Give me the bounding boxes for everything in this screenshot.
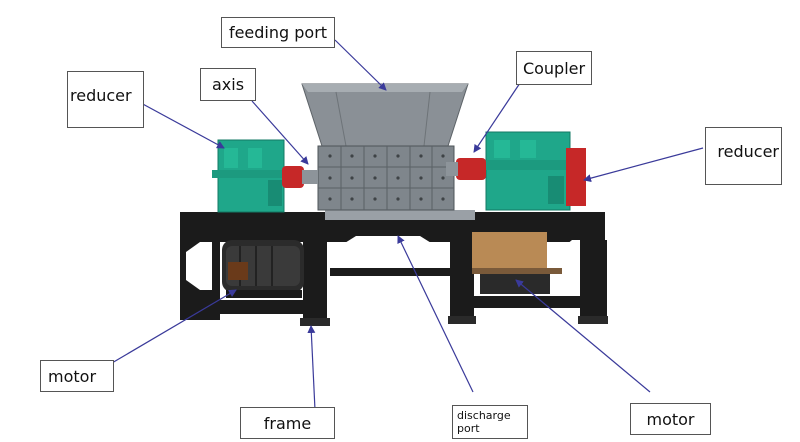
reducer-left-label: reducer bbox=[67, 71, 144, 128]
motor-right-label: motor bbox=[630, 403, 711, 435]
axis-label: axis bbox=[200, 68, 256, 101]
frame-label: frame bbox=[240, 407, 335, 439]
crushing-chamber bbox=[317, 145, 455, 211]
leader-axis bbox=[251, 100, 309, 165]
discharge-port-label: discharge port bbox=[452, 405, 528, 439]
leader-discharge bbox=[397, 235, 474, 393]
leader-motor-right bbox=[515, 279, 651, 393]
coupler-label: Coupler bbox=[516, 51, 592, 85]
reducer-right-label: reducer bbox=[705, 127, 782, 185]
leader-coupler bbox=[473, 79, 523, 153]
leader-feeding-port bbox=[334, 39, 387, 91]
discharge-area bbox=[325, 210, 475, 220]
leader-lines bbox=[99, 39, 704, 411]
couplers bbox=[282, 158, 486, 188]
leader-motor-left bbox=[99, 289, 237, 371]
leader-frame bbox=[307, 325, 316, 411]
left-reducer-illustration bbox=[212, 139, 290, 213]
feeding-hopper bbox=[301, 83, 469, 147]
leader-reducer-left bbox=[127, 95, 225, 149]
left-motor-illustration bbox=[222, 240, 304, 298]
motor-left-label: motor bbox=[40, 360, 114, 392]
right-motor-illustration bbox=[472, 232, 562, 294]
feeding-port-label: feeding port bbox=[221, 17, 335, 48]
leader-reducer-right bbox=[583, 147, 704, 183]
right-reducer-illustration bbox=[480, 131, 586, 211]
frame-cutouts bbox=[186, 236, 580, 290]
